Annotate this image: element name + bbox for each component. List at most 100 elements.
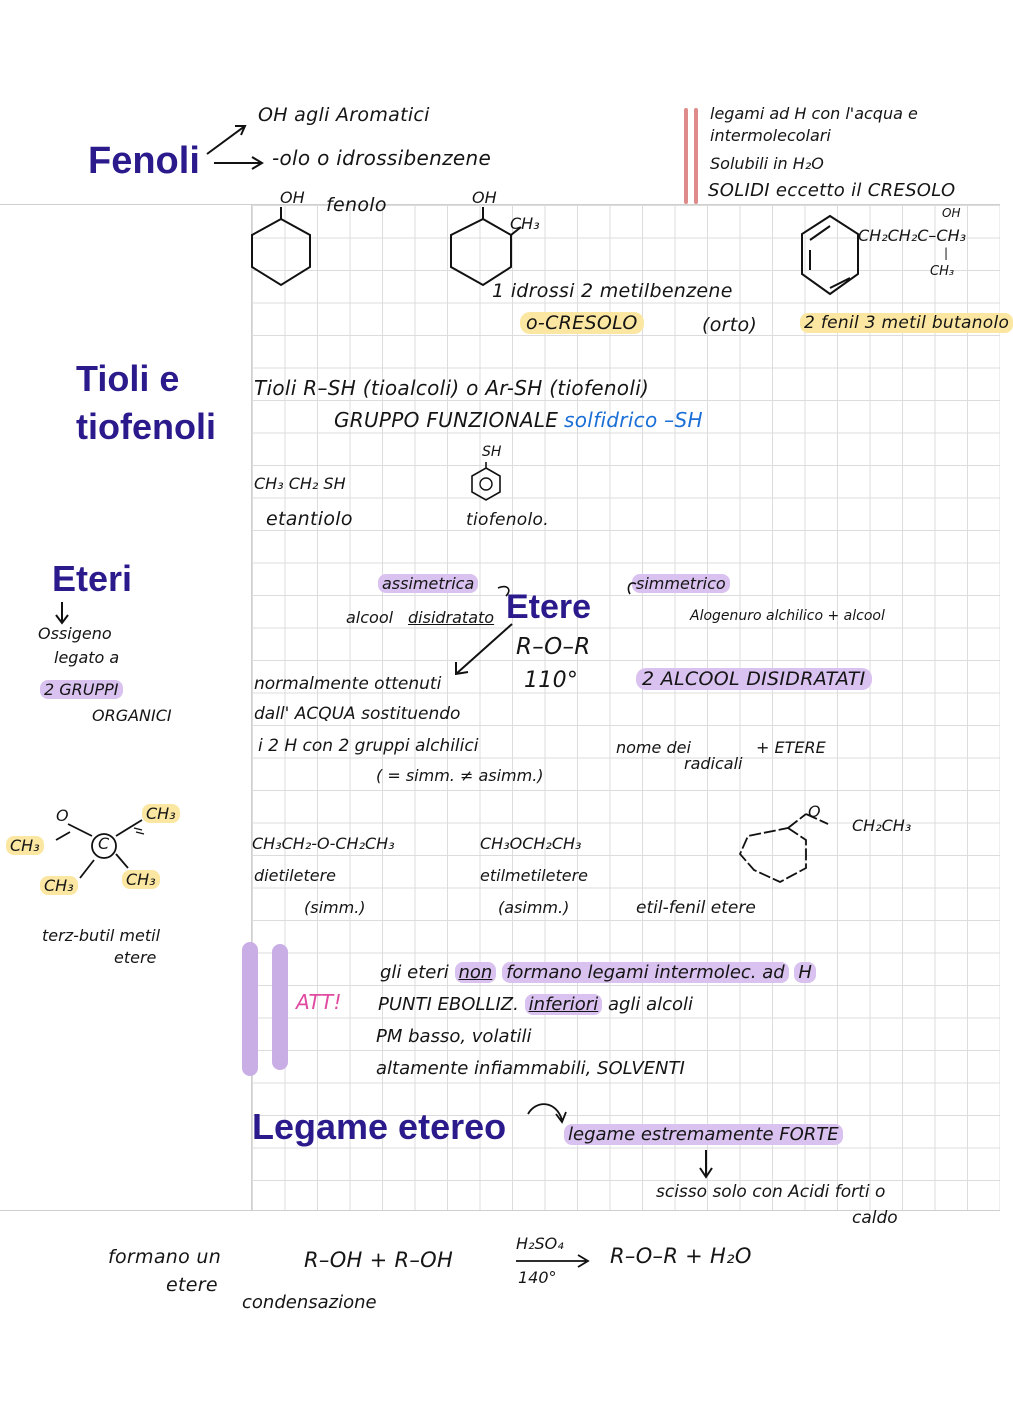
etilfenil-ring-icon [738,813,829,884]
connector-arrows-icon [455,582,637,676]
etere-asym-sub1: alcool [346,608,394,627]
butanolo-oh-label: OH [942,206,961,220]
etere-center-title: Etere [506,588,592,626]
cresolo-name-3: (orto) [702,314,758,336]
eteri-note-2: legato a [54,648,120,667]
etilfenil-o: O [808,802,821,821]
butanolo-name: 2 fenil 3 metil butanolo [800,313,1013,333]
eteri-note-1: Ossigeno [38,624,112,643]
tbutyl-ch3-a: CH₃ [6,836,44,855]
dietiletere-type: (simm.) [304,898,366,917]
att-text-2: non [454,962,497,983]
etilmetiletere-type: (asimm.) [498,898,570,917]
eteri-note-4: ORGANICI [92,706,172,725]
att-label: ATT! [296,990,342,1014]
etilmetiletere-name: etilmetiletere [480,866,588,885]
att-bar [272,944,288,1070]
etantiolo-name: etantiolo [266,508,353,530]
cresolo-ch3-label: CH₃ [510,214,540,233]
fenolo-name: fenolo [326,194,387,216]
section-title-tioli-1: Tioli e [76,358,180,399]
tiofenolo-sh-label: SH [482,444,502,460]
highlight-bar [694,108,698,204]
att-text-3: formano legami intermolec. ad [502,962,789,983]
etilfenil-chain: CH₂CH₃ [852,816,912,835]
arrow-up-icon [206,125,247,155]
tioli-line-2a: GRUPPO FUNZIONALE [334,408,559,432]
arrow-down-icon [55,602,69,625]
tioli-line-2b: solfidrico –SH [564,408,703,432]
att-text-6: inferiori [524,994,603,1015]
tbutyl-ch3-b: CH₃ [142,804,180,823]
legame-break-1: scisso solo con Acidi forti o [656,1182,886,1202]
section-title-legame: Legame etereo [252,1106,507,1147]
arrow-down-icon [699,1150,713,1179]
margin-rule [251,205,252,1210]
curved-arrow-icon [527,1103,567,1124]
dietiletere-name: dietiletere [254,866,336,885]
tiofenolo-ring-icon [471,462,501,501]
fenolo-ring-icon [251,207,311,287]
cresolo-name-1: 1 idrossi 2 metilbenzene [492,280,733,302]
fenoli-prop-1: legami ad H con l'acqua e [710,104,918,123]
tbutyl-ch3-d: CH₃ [122,870,160,889]
etere-asym-sub2: disidratato [408,608,495,627]
naming-3: + ETERE [756,738,826,757]
tbutyl-name-1: terz-butil metil [42,926,161,945]
etilmetiletere-formula: CH₃OCH₂CH₃ [480,834,582,853]
reaction-label-1: formano un [108,1246,222,1268]
fenoli-prop-3: Solubili in H₂O [710,154,824,173]
reaction-arrow-icon [516,1254,590,1268]
tbutyl-name-2: etere [114,948,157,967]
two-alcohols-label: 2 ALCOOL DISIDRATATI [636,668,872,690]
etere-angle: 110° [524,668,579,693]
etantiolo-formula: CH₃ CH₂ SH [254,474,346,493]
eteri-note-3: 2 GRUPPI [40,680,123,699]
att-bar [242,942,258,1076]
etere-sym-sub: Alogenuro alchilico + alcool [690,608,885,624]
tioli-line-1: Tioli R–SH (tioalcoli) o Ar-SH (tiofenol… [254,376,650,400]
naming-1: nome dei [616,738,691,757]
att-text-4: H [794,962,816,983]
cresolo-name-2: o-CRESOLO [520,312,644,334]
obtain-line-1: normalmente ottenuti [254,674,442,694]
reaction-right: R–O–R + H₂O [610,1244,752,1268]
etere-asym-label: assimetrica [378,574,479,593]
arrow-right-icon [214,156,264,170]
reaction-label-2: etere [166,1274,218,1296]
butanolo-chain: CH₂CH₂C–CH₃ [858,226,967,245]
fenolo-oh-label: OH [280,188,305,207]
cresolo-ring-icon [450,207,522,287]
reaction-temp: 140° [518,1268,557,1287]
obtain-line-2: dall' ACQUA sostituendo [254,704,461,724]
fenoli-prop-4: SOLIDI eccetto il CRESOLO [708,180,956,201]
att-text-7: agli alcoli [607,994,694,1015]
tbutyl-bonds-icon [55,819,145,879]
highlight-bar [684,108,688,204]
section-title-tioli-2: tiofenoli [76,406,216,447]
etere-sym-label: simmetrico [632,574,730,593]
obtain-line-4: ( = simm. ≠ asimm.) [376,766,544,785]
att-text-5: PUNTI EBOLLIZ. [378,994,519,1015]
fenoli-prop-2: intermolecolari [710,126,831,145]
tiofenolo-name: tiofenolo. [466,510,549,530]
tbutyl-ch3-c: CH₃ [40,876,78,895]
obtain-line-3: i 2 H con 2 gruppi alchilici [258,736,479,756]
att-text-1: gli eteri [380,962,449,983]
grid-paper [252,205,1000,1210]
fenoli-arrow2-text: -olo o idrossibenzene [272,146,492,170]
reaction-left: R–OH + R–OH [304,1248,454,1272]
legame-strong: legame estremamente FORTE [564,1124,843,1145]
reaction-reagent: H₂SO₄ [516,1234,564,1253]
butanolo-ch3-label: CH₃ [930,264,955,279]
legame-break-2: caldo [852,1208,898,1228]
section-title-fenoli: Fenoli [88,140,200,182]
fenoli-arrow1-text: OH agli Aromatici [258,104,430,126]
etilfenil-name: etil-fenil etere [636,898,756,918]
naming-2: radicali [684,754,743,773]
reaction-type: condensazione [242,1292,377,1313]
dietiletere-formula: CH₃CH₂-O-CH₂CH₃ [252,834,395,853]
att-text-8: PM basso, volatili [376,1026,532,1047]
att-text-9: altamente infiammabili, SOLVENTI [376,1058,685,1079]
tbutyl-o: O [56,806,69,825]
